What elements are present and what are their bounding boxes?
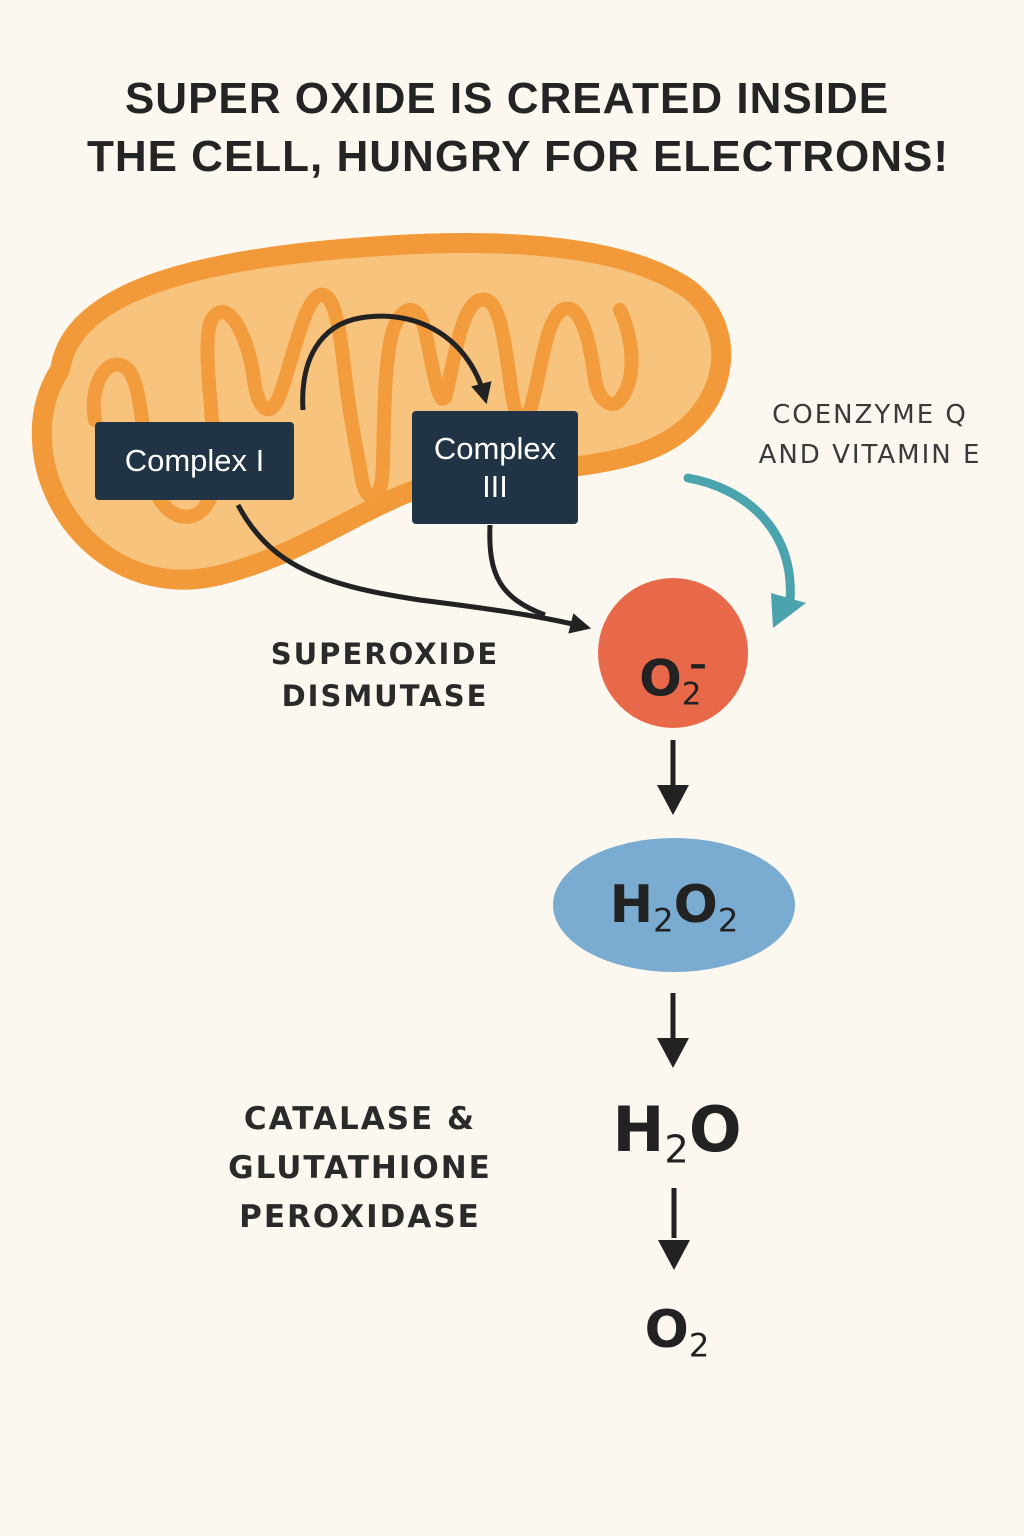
coenzyme-line-2: AND VITAMIN E bbox=[758, 440, 982, 470]
complex-iii-label-line-2: III bbox=[482, 468, 508, 504]
complex-iii-box: Complex III bbox=[412, 411, 578, 524]
catalase-line-1: CATALASE & bbox=[243, 1101, 477, 1137]
sod-line-2: DISMUTASE bbox=[281, 679, 489, 713]
complex-iii-to-superoxide-arrow bbox=[487, 524, 546, 618]
superoxide-charge: – bbox=[689, 645, 707, 685]
antioxidant-arrow bbox=[683, 473, 795, 605]
coenzyme-line-1: COENZYME Q bbox=[772, 400, 968, 430]
title-line-1: SUPER OXIDE IS CREATED INSIDE bbox=[124, 74, 890, 123]
complex-i-to-superoxide-arrow bbox=[235, 503, 592, 634]
hydrogen-peroxide-ellipse bbox=[553, 838, 795, 972]
hydrogen-peroxide-formula: H2O2 bbox=[552, 860, 796, 950]
sod-line-1: SUPEROXIDE bbox=[270, 637, 500, 671]
complex-i-label: Complex I bbox=[124, 443, 265, 478]
h2o2-h: H bbox=[609, 875, 654, 935]
complex-iii-label-line-1: Complex bbox=[433, 430, 557, 466]
superoxide-circle bbox=[598, 578, 748, 728]
superoxide-formula: O2– bbox=[598, 610, 748, 720]
h2o2-h-subscript: 2 bbox=[653, 901, 674, 940]
catalase-label: CATALASE & GLUTATHIONE PEROXIDASE bbox=[200, 1095, 520, 1242]
oxygen-subscript: 2 bbox=[688, 1326, 710, 1365]
coenzyme-label: COENZYME Q AND VITAMIN E bbox=[730, 395, 1010, 475]
water-formula: H2O bbox=[592, 1090, 762, 1173]
water-h-subscript: 2 bbox=[664, 1127, 689, 1173]
catalase-line-3: PEROXIDASE bbox=[239, 1199, 481, 1235]
h2o2-o: O bbox=[673, 875, 718, 935]
catalase-line-2: GLUTATHIONE bbox=[228, 1150, 492, 1186]
superoxide-dismutase-label: SUPEROXIDE DISMUTASE bbox=[250, 633, 520, 717]
mitochondrion-icon bbox=[31, 233, 732, 590]
oxygen-formula: O2 bbox=[612, 1290, 742, 1370]
title-line-2: THE CELL, HUNGRY FOR ELECTRONS! bbox=[86, 132, 950, 181]
superoxide-subscript: 2 bbox=[681, 676, 702, 713]
h2o2-to-water-arrowhead bbox=[657, 1038, 689, 1068]
superoxide-base: O bbox=[639, 649, 682, 708]
antioxidant-arrowhead bbox=[771, 593, 806, 628]
water-to-oxygen-arrowhead bbox=[658, 1240, 690, 1270]
complex-i-box: Complex I bbox=[95, 422, 294, 500]
water-h: H bbox=[612, 1093, 665, 1166]
water-o: O bbox=[688, 1093, 742, 1166]
superoxide-to-h2o2-arrowhead bbox=[657, 785, 689, 815]
h2o2-o-subscript: 2 bbox=[717, 901, 739, 940]
diagram-title: SUPER OXIDE IS CREATED INSIDE THE CELL, … bbox=[0, 70, 1024, 186]
complex-i-to-iii-arrow bbox=[300, 313, 492, 411]
oxygen-o: O bbox=[644, 1300, 689, 1360]
